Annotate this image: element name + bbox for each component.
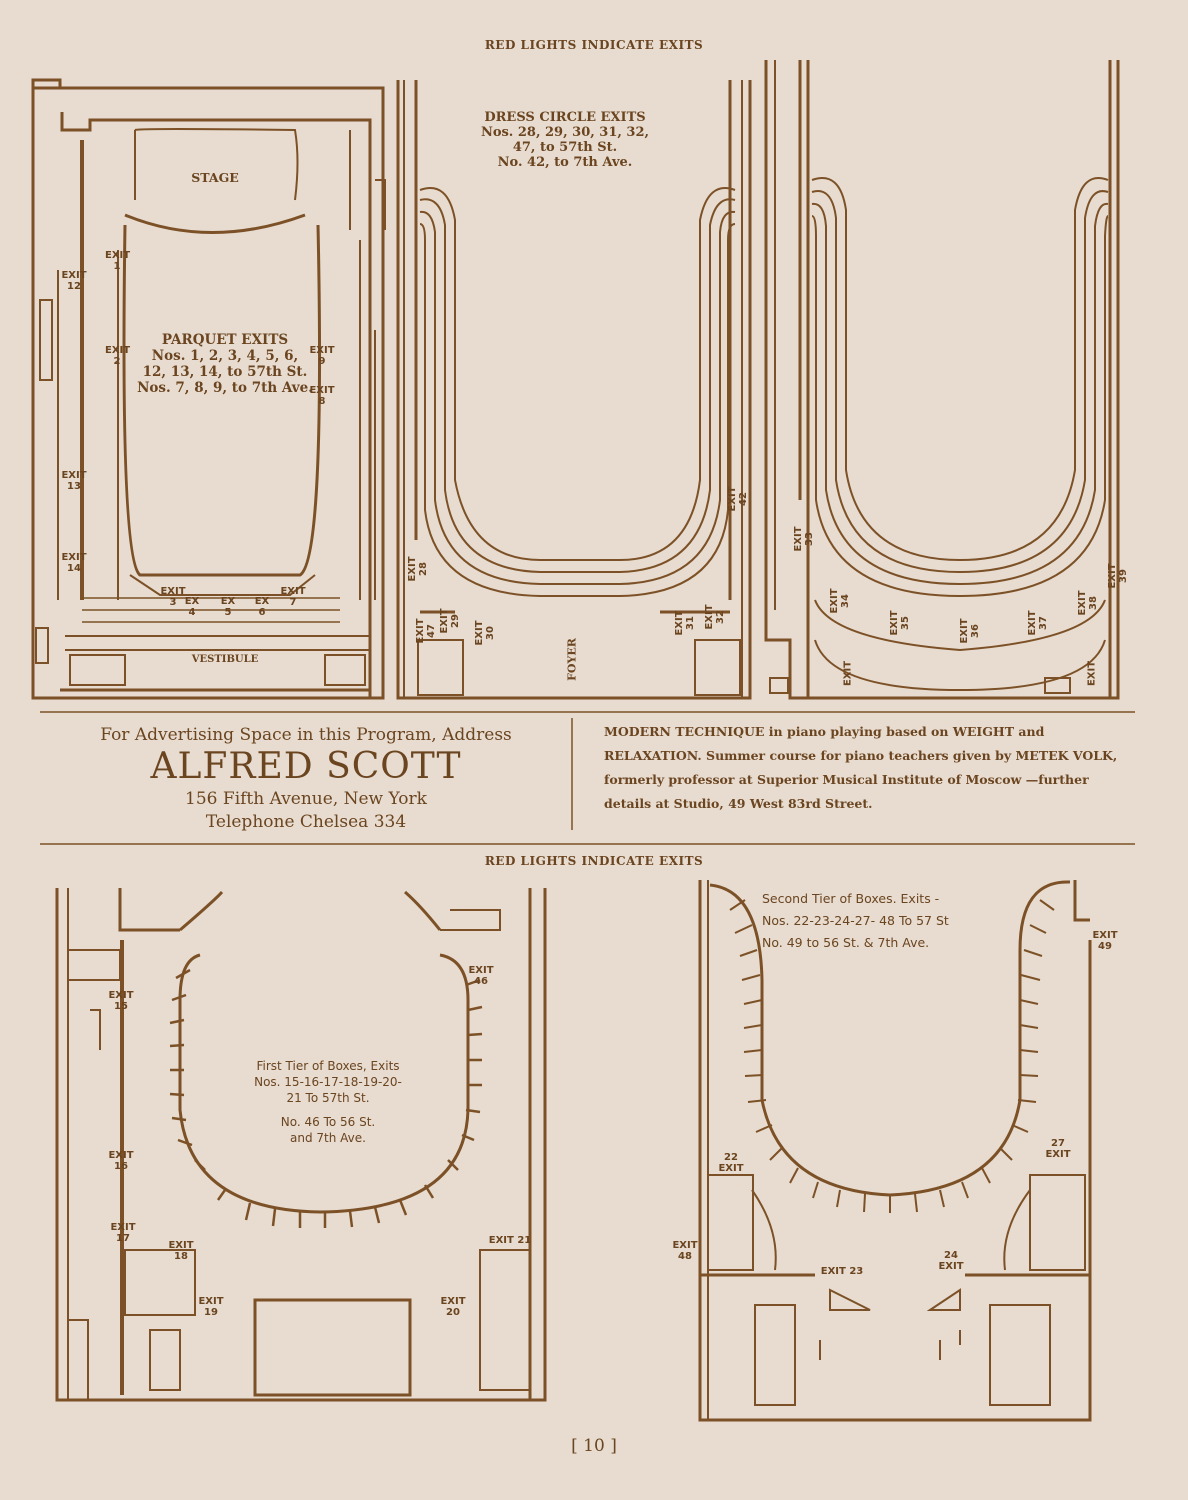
dress-circle-line2: 47, to 57th St. xyxy=(512,140,618,155)
exit-28-label: EXIT 28 xyxy=(407,556,429,582)
foyer-label: FOYER xyxy=(565,638,579,681)
vestibule-label: VESTIBULE xyxy=(191,654,259,665)
first-tier-box-partitions xyxy=(169,968,483,1228)
dress-circle-line1: Nos. 28, 29, 30, 31, 32, xyxy=(480,125,650,140)
parquet-exits-line2: 12, 13, 14, to 57th St. xyxy=(142,364,308,380)
exit-21-label: EXIT 21 xyxy=(488,1235,532,1246)
exit-4-label: EX 4 xyxy=(184,596,200,618)
exit-22-label: 22 EXIT xyxy=(718,1152,744,1174)
exit-13-label: EXIT 13 xyxy=(61,470,87,492)
exit-16-label: EXIT 16 xyxy=(108,1150,134,1172)
dress-circle-line3: No. 42, to 7th Ave. xyxy=(497,155,633,170)
header-red-lights-top: RED LIGHTS INDICATE EXITS xyxy=(484,38,704,52)
piano-technique-ad: MODERN TECHNIQUE in piano playing based … xyxy=(604,720,1124,816)
ad-bold-relaxation: RELAXATION. xyxy=(604,748,702,763)
exit-49-label: EXIT 49 xyxy=(1092,930,1118,952)
exit-1-label: EXIT 1 xyxy=(105,250,131,272)
exit-46-label: EXIT 46 xyxy=(468,965,494,987)
dress-circle-exits-label: DRESS CIRCLE EXITS Nos. 28, 29, 30, 31, … xyxy=(470,110,660,170)
parquet-exits-line1: Nos. 1, 2, 3, 4, 5, 6, xyxy=(151,348,299,364)
first-tier-line5: and 7th Ave. xyxy=(290,1131,366,1145)
exit-18-label: EXIT 18 xyxy=(168,1240,194,1262)
exit-19-label: EXIT 19 xyxy=(198,1296,224,1318)
advertising-line: For Advertising Space in this Program, A… xyxy=(100,725,512,745)
exit-12-label: EXIT 12 xyxy=(61,270,87,292)
exit-17-label: EXIT 17 xyxy=(110,1222,136,1244)
exit-unnumbered-right-label: EXIT xyxy=(1086,660,1098,687)
exit-33-label: EXIT 33 xyxy=(793,526,815,552)
exit-27-label: 27 EXIT xyxy=(1045,1138,1071,1160)
ad-text-b: and xyxy=(1014,724,1045,739)
ad-text-c: Summer course for piano teachers given b… xyxy=(701,748,1016,763)
exit-31-label: EXIT 31 xyxy=(674,610,696,636)
exit-35-label: EXIT 35 xyxy=(889,610,911,636)
ad-text-a: in piano playing based on xyxy=(764,724,953,739)
exit-23-label: EXIT 23 xyxy=(820,1266,864,1277)
first-tier-line1: First Tier of Boxes, Exits xyxy=(256,1059,400,1073)
dress-circle-plan xyxy=(396,80,752,700)
ad-text-d: formerly professor at Superior Musical I… xyxy=(604,772,1089,811)
second-tier-plan xyxy=(698,880,1092,1422)
page-number: [ 10 ] xyxy=(571,1436,617,1456)
parquet-exits-title: PARQUET EXITS xyxy=(161,332,289,348)
ad-bold-metek-volk: METEK VOLK, xyxy=(1015,748,1118,763)
exit-5-label: EX 5 xyxy=(220,596,236,618)
exit-32-label: EXIT 32 xyxy=(704,604,726,630)
stage-label: STAGE xyxy=(191,170,239,185)
ad-bold-weight: WEIGHT xyxy=(952,724,1015,739)
exit-unnumbered-left-label: EXIT xyxy=(842,660,854,687)
parquet-plan xyxy=(31,78,386,700)
exit-36-label: EXIT 36 xyxy=(959,618,981,644)
exit-7-label: EXIT 7 xyxy=(280,586,306,608)
advertising-contact: For Advertising Space in this Program, A… xyxy=(40,724,572,834)
exit-37-label: EXIT 37 xyxy=(1027,610,1049,636)
telephone-line: Telephone Chelsea 334 xyxy=(205,812,407,832)
balcony-plan xyxy=(764,60,1120,700)
exit-48-label: EXIT 48 xyxy=(672,1240,698,1262)
exit-8-label: EXIT 8 xyxy=(309,385,335,407)
ad-bold-modern-technique: MODERN TECHNIQUE xyxy=(604,724,765,739)
address-line: 156 Fifth Avenue, New York xyxy=(185,789,427,809)
exit-34-label: EXIT 34 xyxy=(829,588,851,614)
exit-30-label: EXIT 30 xyxy=(474,620,496,646)
exit-9-label: EXIT 9 xyxy=(309,345,335,367)
first-tier-label: First Tier of Boxes, Exits Nos. 15-16-17… xyxy=(228,1058,428,1146)
first-tier-line3: 21 To 57th St. xyxy=(286,1091,370,1105)
header-red-lights-middle: RED LIGHTS INDICATE EXITS xyxy=(484,854,704,868)
alfred-scott-name: ALFRED SCOTT xyxy=(150,746,462,787)
exit-38-label: EXIT 38 xyxy=(1077,590,1099,616)
exit-24-label: 24 EXIT xyxy=(938,1250,964,1272)
second-tier-line2: Nos. 22-23-24-27- 48 To 57 St xyxy=(762,913,949,928)
exit-20-label: EXIT 20 xyxy=(440,1296,466,1318)
exit-2-label: EXIT 2 xyxy=(105,345,131,367)
exit-15-label: EXIT 15 xyxy=(108,990,134,1012)
first-tier-line4: No. 46 To 56 St. xyxy=(280,1115,376,1129)
second-tier-box-partitions xyxy=(729,899,1055,1213)
second-tier-line3: No. 49 to 56 St. & 7th Ave. xyxy=(762,935,930,950)
exit-47-label: EXIT 47 xyxy=(415,618,437,644)
exit-39-label: EXIT 39 xyxy=(1107,563,1129,589)
dress-circle-title: DRESS CIRCLE EXITS xyxy=(484,110,646,125)
exit-3-label: EXIT 3 xyxy=(160,586,186,608)
first-tier-line2: Nos. 15-16-17-18-19-20- xyxy=(254,1075,402,1089)
parquet-exits-label: PARQUET EXITS Nos. 1, 2, 3, 4, 5, 6, 12,… xyxy=(125,332,325,396)
second-tier-label: Second Tier of Boxes. Exits - Nos. 22-23… xyxy=(762,888,1032,954)
exit-6-label: EX 6 xyxy=(254,596,270,618)
first-tier-plan xyxy=(55,888,547,1402)
exit-14-label: EXIT 14 xyxy=(61,552,87,574)
exit-42-label: EXIT 42 xyxy=(727,486,749,512)
exit-29-label: EXIT 29 xyxy=(439,608,461,634)
parquet-exits-line3: Nos. 7, 8, 9, to 7th Ave. xyxy=(137,380,313,396)
second-tier-line1: Second Tier of Boxes. Exits - xyxy=(762,891,940,906)
